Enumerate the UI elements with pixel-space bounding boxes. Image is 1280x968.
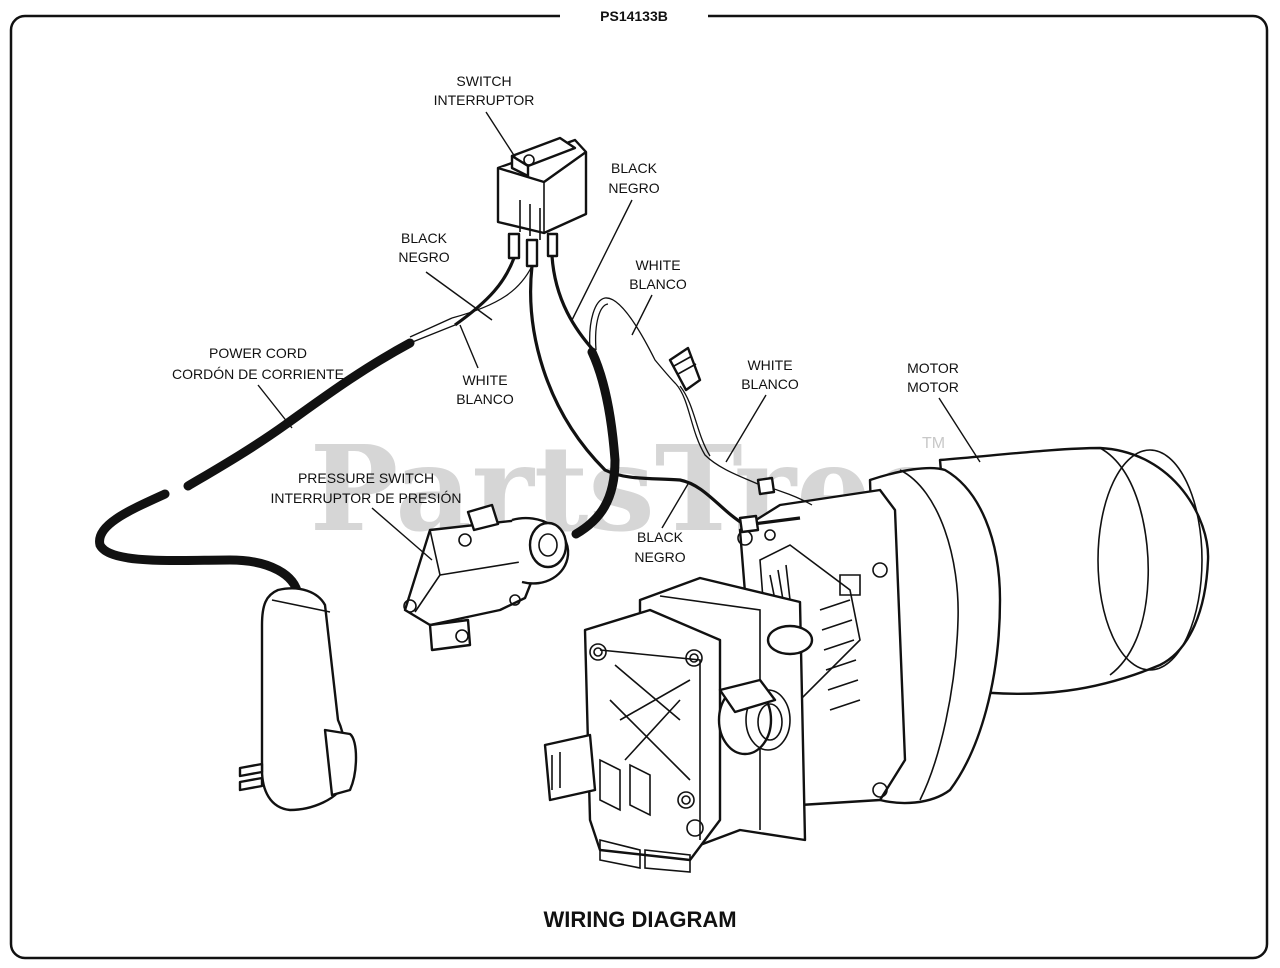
label-switch-es: INTERRUPTOR [434, 92, 535, 108]
label-white-right-en: WHITE [635, 257, 680, 273]
label-white-center-en: WHITE [462, 372, 507, 388]
label-pressure-switch-es: INTERRUPTOR DE PRESIÓN [270, 490, 461, 506]
diagram-title: WIRING DIAGRAM [543, 907, 736, 932]
label-motor-en: MOTOR [907, 360, 959, 376]
label-power-cord: POWER CORD CORDÓN DE CORRIENTE [172, 345, 344, 382]
power-cord [95, 317, 456, 600]
label-switch-en: SWITCH [456, 73, 511, 89]
power-plug-icon [238, 587, 358, 812]
label-black-top-right: BLACK NEGRO [608, 160, 659, 196]
label-black-left-en: BLACK [401, 230, 448, 246]
pump-icon [543, 576, 814, 873]
document-id: PS14133B [600, 8, 668, 24]
label-white-center-es: BLANCO [456, 391, 514, 407]
doc-id-gap [560, 6, 708, 26]
label-pressure-switch: PRESSURE SWITCH INTERRUPTOR DE PRESIÓN [270, 470, 461, 506]
label-black-bottom-en: BLACK [637, 529, 684, 545]
label-black-bottom-es: NEGRO [634, 549, 685, 565]
label-black-top-right-en: BLACK [611, 160, 658, 176]
label-switch: SWITCH INTERRUPTOR [434, 73, 535, 108]
switch-icon [496, 136, 588, 268]
label-motor: MOTOR MOTOR [907, 360, 959, 395]
label-power-cord-en: POWER CORD [209, 345, 307, 361]
label-pressure-switch-en: PRESSURE SWITCH [298, 470, 434, 486]
switch-wires [451, 255, 746, 539]
watermark-mark: TM [922, 435, 945, 452]
label-black-left: BLACK NEGRO [398, 230, 449, 265]
label-white-motor-es: BLANCO [741, 376, 799, 392]
label-white-right-es: BLANCO [629, 276, 687, 292]
label-black-left-es: NEGRO [398, 249, 449, 265]
label-white-center: WHITE BLANCO [456, 372, 514, 407]
label-black-top-right-es: NEGRO [608, 180, 659, 196]
motor-icon [737, 446, 1210, 807]
label-white-motor-en: WHITE [747, 357, 792, 373]
motor-leads [738, 476, 813, 534]
label-white-motor: WHITE BLANCO [741, 357, 799, 392]
leader-lines [257, 111, 981, 561]
label-motor-es: MOTOR [907, 379, 959, 395]
label-white-right: WHITE BLANCO [629, 257, 687, 292]
pressure-switch-icon [403, 503, 570, 652]
label-power-cord-es: CORDÓN DE CORRIENTE [172, 366, 344, 382]
label-black-bottom: BLACK NEGRO [634, 529, 685, 565]
white-wires [589, 297, 761, 486]
